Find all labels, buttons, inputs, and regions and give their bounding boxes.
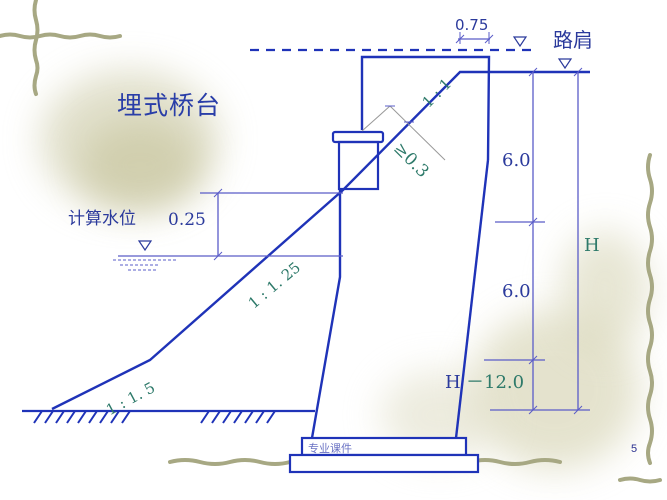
top-width-label: 0.75 <box>455 16 489 34</box>
embankment-slope-line <box>51 70 590 411</box>
bearing-pedestal <box>337 140 380 191</box>
background-ink-blot <box>80 120 200 210</box>
shoulder-elevation-triangle-icon <box>557 58 573 70</box>
water-level-label: 计算水位 <box>68 209 136 229</box>
abutment-left-edge <box>310 189 342 439</box>
cover-dim-line <box>389 105 446 161</box>
footer-text: 专业课件 <box>308 442 352 455</box>
background-ink-blot <box>560 230 650 350</box>
cover-dim-ext <box>361 105 391 132</box>
dim-total-label: H <box>584 235 600 256</box>
abutment-cap-outline <box>360 55 491 161</box>
page-number: 5 <box>631 443 638 455</box>
abutment-right-edge <box>454 159 490 439</box>
dim-middle-label: 6.0 <box>502 281 531 302</box>
dim-upper-label: 6.0 <box>502 150 531 171</box>
dim-lower-label: －12.0 <box>466 372 525 393</box>
bearing-plate <box>331 130 385 144</box>
freeboard-label: 0.25 <box>168 210 206 230</box>
slide-title: 埋式桥台 <box>117 91 222 120</box>
ground-hatching <box>33 410 276 424</box>
beam-elevation-triangle-icon <box>512 36 528 48</box>
road-shoulder-label: 路肩 <box>553 28 593 52</box>
footing-lower <box>288 453 480 474</box>
water-level-triangle-icon <box>137 240 153 252</box>
dim-lower-h-label: H <box>445 372 461 393</box>
